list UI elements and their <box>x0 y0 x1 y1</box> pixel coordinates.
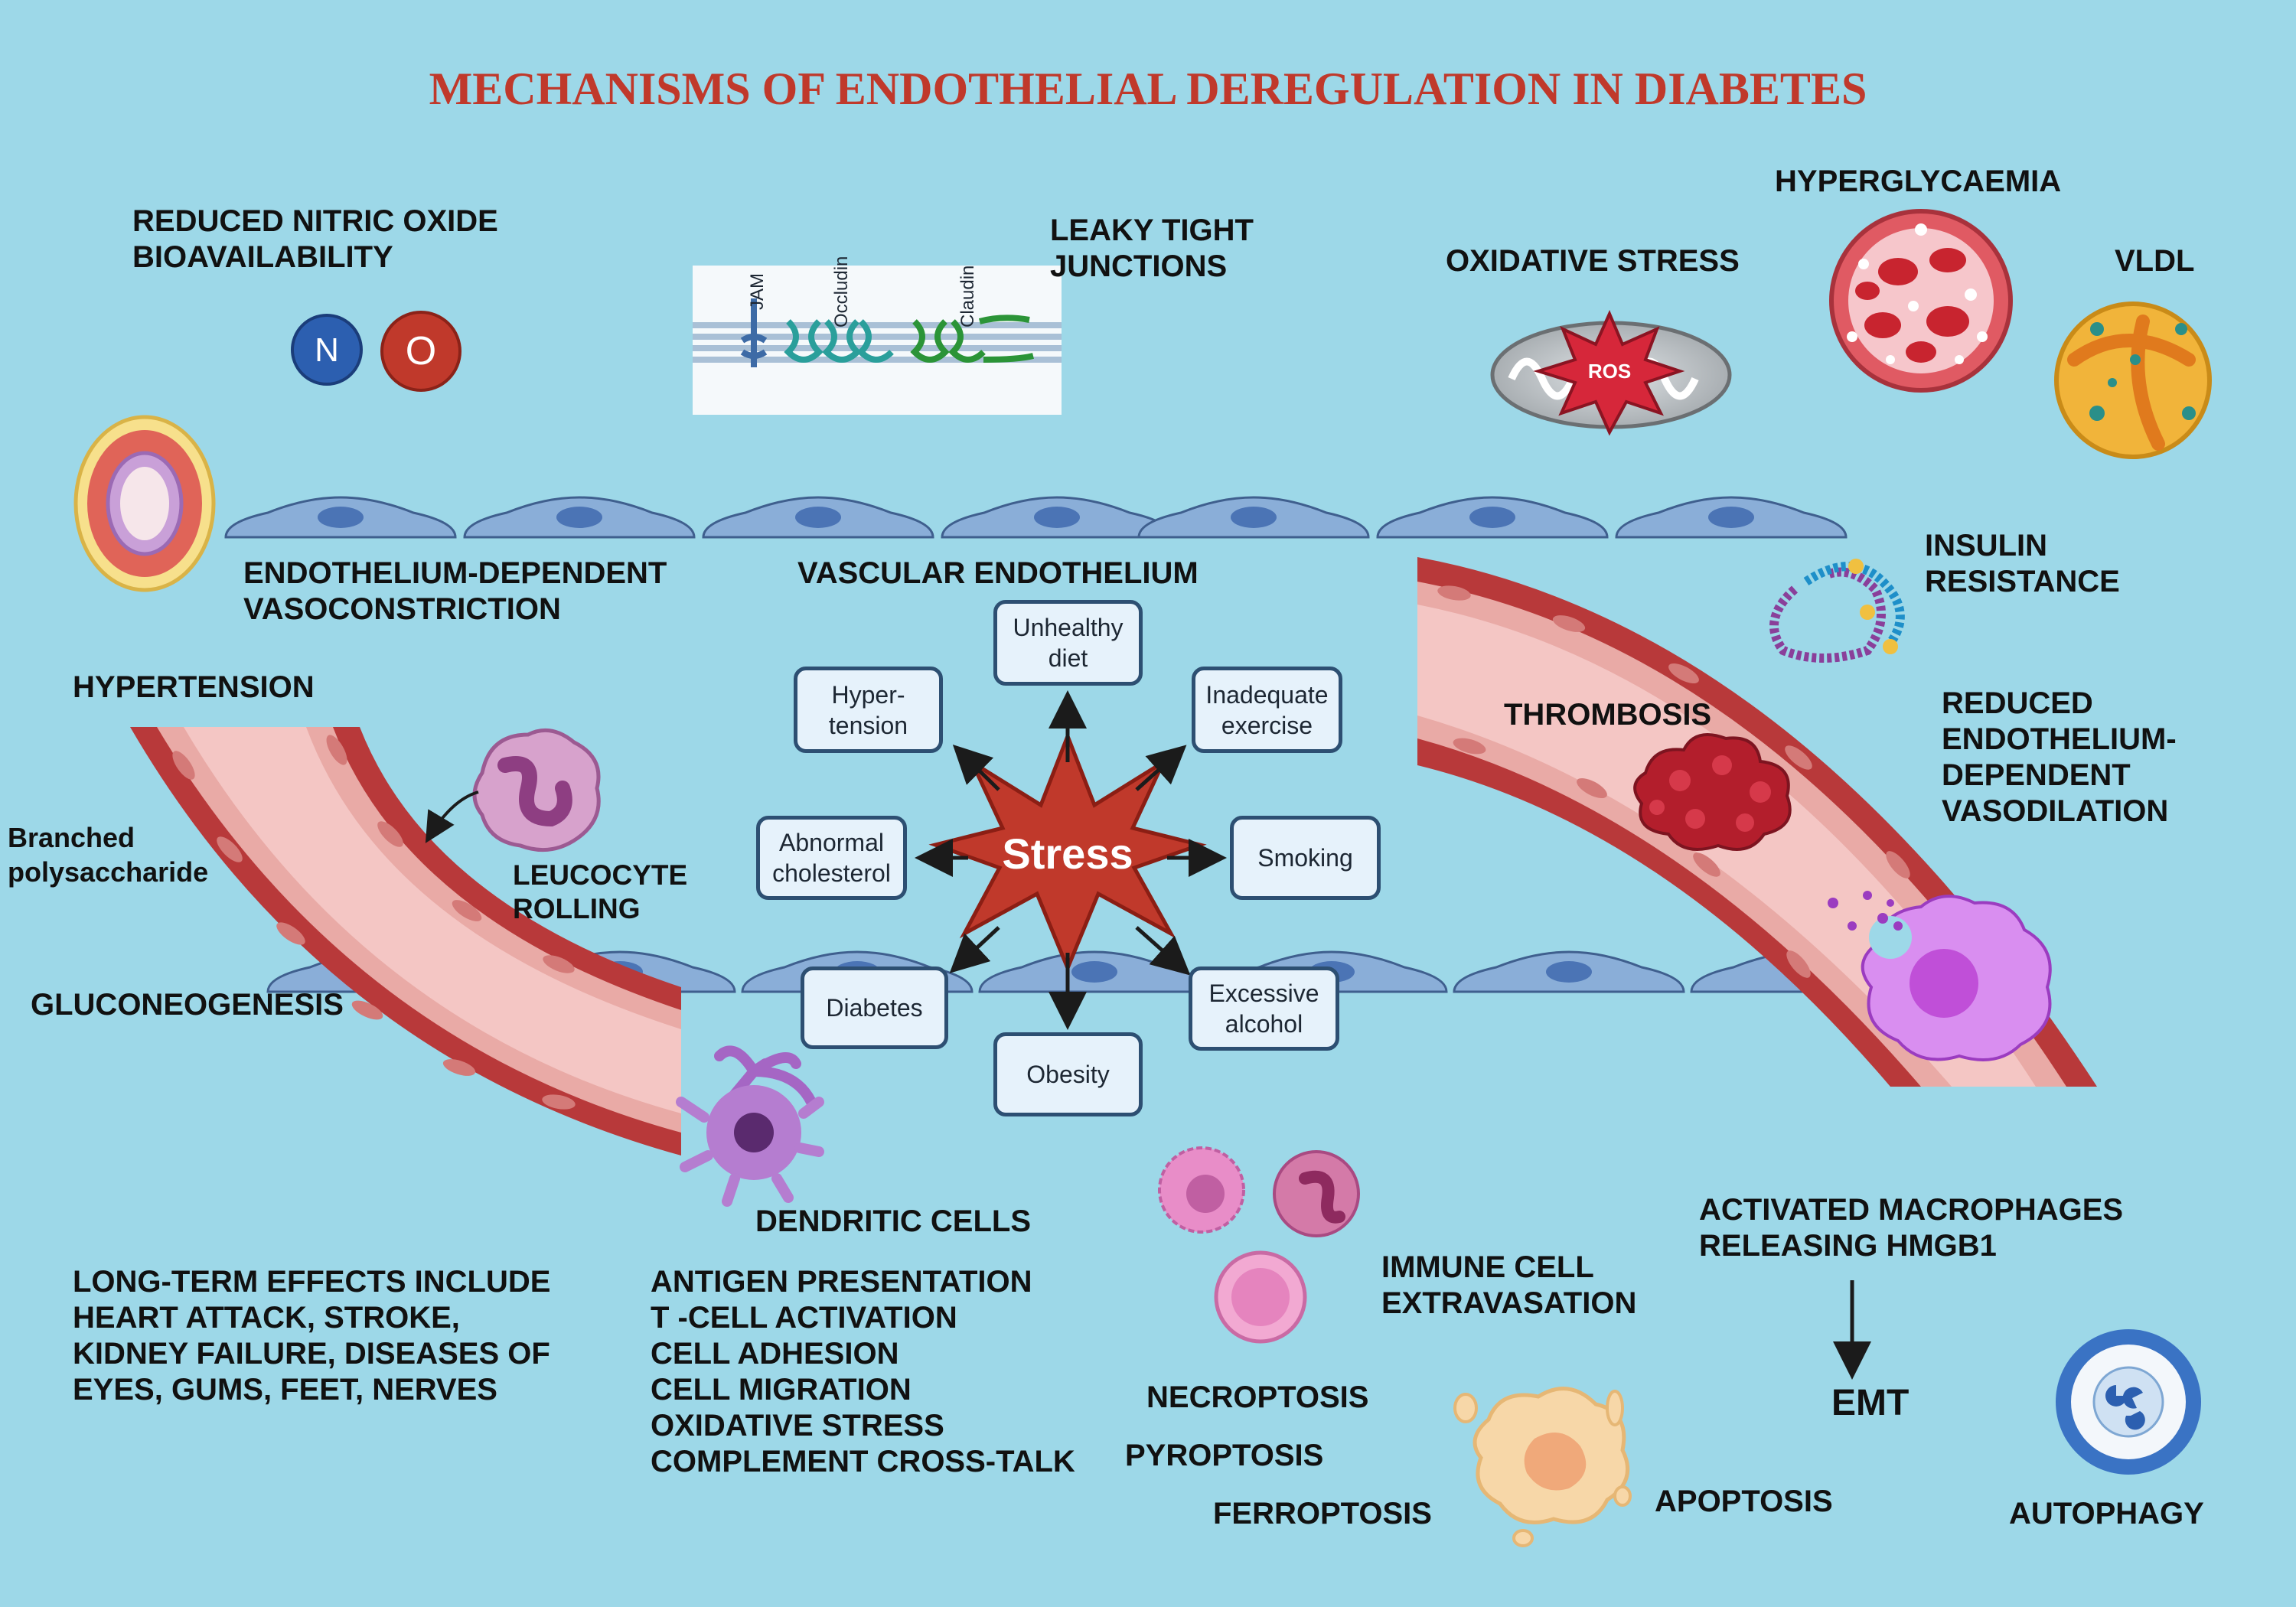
jam-label: JAM <box>747 273 768 310</box>
label-dendritic-cells: DENDRITIC CELLS <box>755 1204 1031 1238</box>
page-title: MECHANISMS OF ENDOTHELIAL DEREGULATION I… <box>429 64 1867 114</box>
label-gluconeogenesis: GLUCONEOGENESIS <box>31 988 344 1022</box>
label-necroptosis: NECROPTOSIS <box>1146 1380 1369 1414</box>
dendritic-cell-icon <box>676 1045 824 1207</box>
arrow-to-diabetes <box>949 926 1000 973</box>
label-pyroptosis: PYROPTOSIS <box>1125 1439 1324 1472</box>
oxygen-atom-label: O <box>406 329 436 373</box>
stress-arrows <box>915 690 1227 1030</box>
occludin-label: Occludin <box>831 256 852 328</box>
insulin-molecule-icon <box>1769 559 1905 663</box>
blood-clot-icon <box>1633 733 1792 851</box>
blood-vessel-cross-section-icon <box>1829 209 2013 393</box>
claudin-label: Claudin <box>957 266 978 328</box>
ros-label: ROS <box>1588 360 1631 383</box>
tight-junction-icon: JAM Occludin Claudin <box>693 256 1062 415</box>
arrow-to-inadequate-exercise <box>1135 745 1187 791</box>
apoptotic-cell-icon <box>1453 1387 1632 1547</box>
immune-cells-icon <box>1158 1146 1360 1344</box>
mitochondrion-icon: ROS <box>1490 310 1732 436</box>
macrophage-icon <box>1828 891 2052 1061</box>
nitrogen-atom-label: N <box>315 331 339 369</box>
label-apoptosis: APOPTOSIS <box>1655 1485 1833 1518</box>
neutrophil-icon <box>425 728 601 852</box>
lipoprotein-icon <box>2054 302 2212 459</box>
artery-cross-section-icon <box>73 415 216 592</box>
factor-smoking: Smoking <box>1230 816 1381 900</box>
label-hypertension: HYPERTENSION <box>73 670 315 704</box>
left-blood-vessel <box>130 727 681 1156</box>
label-hyperglycaemia: HYPERGLYCAEMIA <box>1775 165 2062 198</box>
label-emt: EMT <box>1831 1383 1910 1423</box>
factor-diabetes: Diabetes <box>801 966 948 1049</box>
arrow-to-hypertension <box>952 744 1000 791</box>
stress-center-label: Stress <box>1002 830 1133 878</box>
label-ferroptosis: FERROPTOSIS <box>1213 1497 1432 1530</box>
label-autophagy: AUTOPHAGY <box>2009 1497 2204 1530</box>
label-vldl: VLDL <box>2115 244 2195 278</box>
autophagy-icon <box>2056 1329 2201 1475</box>
endothelium-upper-row <box>224 496 1848 539</box>
label-vascular-endothelium: VASCULAR ENDOTHELIUM <box>797 556 1199 590</box>
label-thrombosis: THROMBOSIS <box>1504 698 1712 732</box>
arrow-to-excessive-alcohol <box>1135 926 1191 976</box>
nitric-oxide-molecule-icon: N O <box>291 311 461 392</box>
label-oxidative-stress: OXIDATIVE STRESS <box>1446 244 1740 278</box>
factor-obesity: Obesity <box>993 1032 1143 1116</box>
factor-hypertension: Hyper-tension <box>794 667 943 753</box>
